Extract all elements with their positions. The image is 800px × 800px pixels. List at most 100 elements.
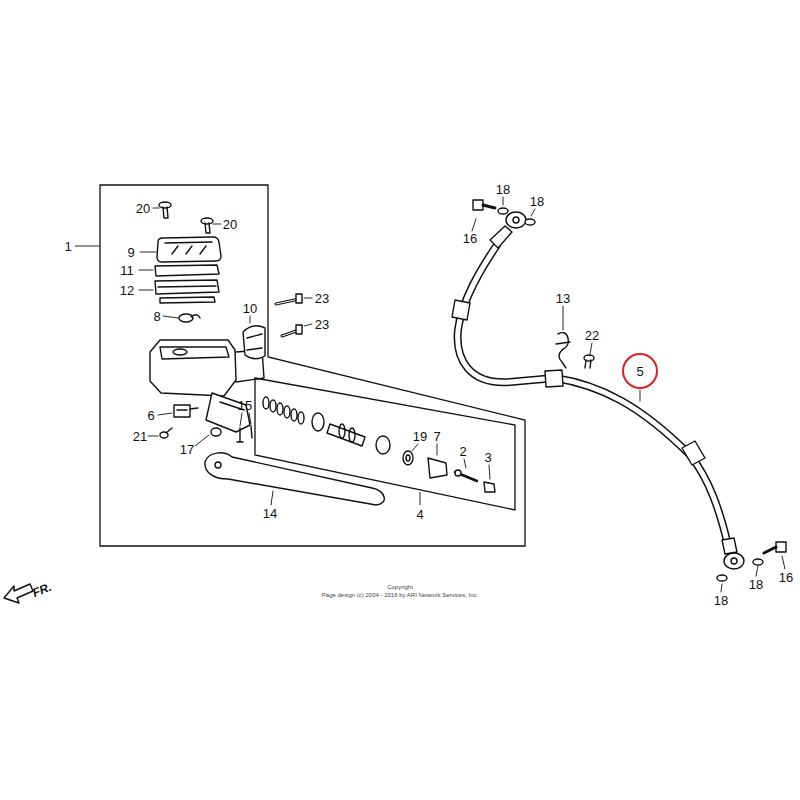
leader-lines: [640, 390, 641, 401]
group-outline: [55, 183, 530, 549]
brake-hose: [452, 226, 737, 554]
banjo-fittings: [473, 200, 786, 581]
callout-number: 12: [120, 284, 134, 297]
leader-lines: [153, 208, 221, 224]
piston-assembly: [349, 428, 355, 442]
reservoir-cap: [157, 237, 221, 262]
front-arrow: [4, 584, 33, 603]
piston-assembly: [403, 451, 413, 465]
bolt-23: [296, 294, 302, 303]
callout-number: 1: [64, 240, 71, 253]
float-8: [179, 314, 200, 322]
switch-6: [174, 405, 190, 417]
subassembly-group-outline: 4: [255, 378, 517, 523]
banjo-fittings: [483, 205, 495, 208]
callout-number: 18: [496, 183, 510, 196]
master-cylinder-body: [160, 347, 229, 359]
piston-assembly: [291, 409, 297, 421]
holder-clamp-10: [243, 326, 265, 359]
front-arrow: [4, 584, 33, 603]
clip-13-bolt-22: [556, 342, 570, 344]
lever-14: [205, 453, 384, 505]
callout-number: 4: [416, 508, 423, 521]
piston-assembly: [428, 458, 447, 478]
callout-number: 7: [433, 430, 440, 443]
callout-number: 20: [136, 202, 150, 215]
banjo-fittings: [724, 553, 744, 569]
cap-17-pivot-15: [251, 426, 252, 438]
callout-number: 10: [243, 302, 257, 315]
screw-20: [201, 218, 213, 224]
callout-number: 8: [153, 310, 160, 323]
piston-assembly: [284, 406, 290, 418]
brake-hose: [458, 245, 728, 545]
banjo-fittings: [513, 217, 519, 223]
brake-hose: [682, 441, 705, 465]
callout-number: 3: [484, 451, 491, 464]
switch-6: [166, 428, 172, 433]
callout-number: 13: [556, 292, 570, 305]
callout-number: 6: [147, 409, 154, 422]
leader-lines: [304, 298, 312, 326]
callout-number: 18: [714, 594, 728, 607]
callout-number: 14: [263, 507, 277, 520]
banjo-fittings: [525, 219, 535, 225]
callout-number: 15: [238, 399, 252, 412]
float-8: [179, 314, 193, 322]
callout-number: 19: [413, 430, 427, 443]
leader-lines: [240, 413, 251, 426]
highlight-circle: [623, 354, 657, 388]
callout-number: 2: [459, 445, 466, 458]
direction-label: FR.: [31, 581, 53, 599]
group-border: [100, 185, 525, 546]
piston-assembly: [263, 397, 495, 492]
callout-number: 17: [180, 443, 194, 456]
piston-assembly: [376, 436, 390, 454]
reservoir-cap: [158, 286, 216, 303]
piston-assembly: [406, 455, 410, 461]
holder-clamp-10: [243, 326, 265, 359]
callout-number: 18: [530, 195, 544, 208]
piston-assembly: [339, 424, 345, 438]
switch-6: [177, 408, 198, 410]
piston-assembly: [270, 400, 276, 412]
callout-number: 20: [223, 218, 237, 231]
piston-assembly: [263, 397, 269, 409]
banjo-fittings: [717, 575, 727, 581]
leader-lines: [412, 444, 490, 479]
cap-17-pivot-15: [211, 426, 252, 442]
leader-lines: [271, 491, 273, 505]
leader-line: [75, 246, 100, 247]
lever-14: [215, 462, 221, 468]
bolt-23: [296, 325, 302, 334]
callout-number: 16: [779, 571, 793, 584]
piston-assembly: [327, 424, 365, 446]
group-border: [255, 378, 515, 510]
reservoir-cap: [155, 237, 221, 303]
leader-lines: [721, 556, 785, 592]
highlight-circle: [623, 354, 657, 388]
clip-13-bolt-22: [585, 360, 591, 368]
leader-lines: [139, 197, 785, 592]
screw-20: [163, 207, 168, 218]
master-cylinder-body: [150, 340, 236, 396]
assembly-group-outline: 14: [55, 183, 530, 549]
leader-lines: [250, 316, 251, 323]
callout-number: 21: [133, 430, 147, 443]
screw-20: [159, 202, 213, 233]
copyright-note: Copyright: [387, 584, 413, 590]
leader-lines: [148, 413, 209, 446]
callout-number: 23: [315, 318, 329, 331]
brake-hose: [490, 226, 512, 248]
brake-hose: [545, 370, 563, 387]
screw-20: [159, 202, 171, 208]
clip-13-bolt-22: [558, 333, 568, 368]
piston-assembly: [312, 413, 324, 431]
float-8: [191, 315, 200, 318]
piston-assembly: [298, 412, 304, 424]
callout-number: 23: [315, 292, 329, 305]
callout-number: 22: [585, 329, 599, 342]
screw-20: [205, 223, 210, 233]
